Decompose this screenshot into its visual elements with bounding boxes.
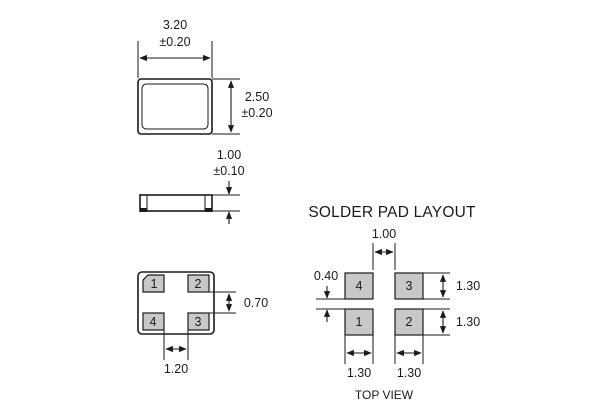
package-bottom-view: 1 2 4 3 0.70 1.20 (137, 271, 268, 376)
bottom-pad-3 (187, 312, 210, 331)
package-top-view: 3.20 ±0.20 2.50 ±0.20 (137, 18, 273, 135)
pad-height-bottom-label: 1.30 (456, 315, 480, 329)
solder-pad-3-label: 3 (406, 279, 413, 293)
width-dimension-label: 3.20 (163, 18, 187, 32)
solder-pad-1-label: 1 (356, 315, 363, 329)
package-side-view: 1.00 ±0.10 (139, 148, 245, 224)
view-label: TOP VIEW (355, 388, 414, 402)
pad-width-right-label: 1.30 (397, 366, 421, 380)
pad-gap-x-label: 1.00 (372, 227, 396, 241)
solder-pad-2-label: 2 (406, 315, 413, 329)
thickness-tolerance-label: ±0.10 (213, 164, 244, 178)
solder-layout-title: SOLDER PAD LAYOUT (308, 204, 476, 221)
thickness-dimension-label: 1.00 (217, 148, 241, 162)
solder-pad-layout: SOLDER PAD LAYOUT 1.00 4 3 1 2 0.40 1.30… (308, 204, 480, 402)
side-body (139, 194, 213, 212)
bottom-pad-1-label: 1 (151, 277, 158, 291)
height-tolerance-label: ±0.20 (241, 106, 272, 120)
pad-width-left-label: 1.30 (347, 366, 371, 380)
height-dimension-label: 2.50 (245, 90, 269, 104)
side-terminal-right (205, 208, 212, 212)
pad-gap-label: 0.70 (244, 296, 268, 310)
pad-height-top-label: 1.30 (456, 279, 480, 293)
package-outline (137, 78, 213, 135)
solder-pad-2 (394, 308, 424, 336)
solder-pad-3 (394, 272, 424, 300)
bottom-pad-4 (142, 312, 165, 331)
side-terminal-left (140, 208, 147, 212)
bottom-pad-4-label: 4 (150, 315, 157, 329)
bottom-pad-2-label: 2 (195, 277, 202, 291)
bottom-pad-1 (142, 274, 165, 293)
solder-pad-4-label: 4 (356, 279, 363, 293)
solder-pad-1 (344, 308, 374, 336)
solder-pad-4 (344, 272, 374, 300)
pad-spacing-label: 1.20 (164, 362, 188, 376)
width-tolerance-label: ±0.20 (159, 35, 190, 49)
pad-gap-y-label: 0.40 (314, 269, 338, 283)
bottom-pad-3-label: 3 (195, 315, 202, 329)
bottom-pad-2 (187, 274, 210, 293)
package-lid (141, 83, 209, 130)
